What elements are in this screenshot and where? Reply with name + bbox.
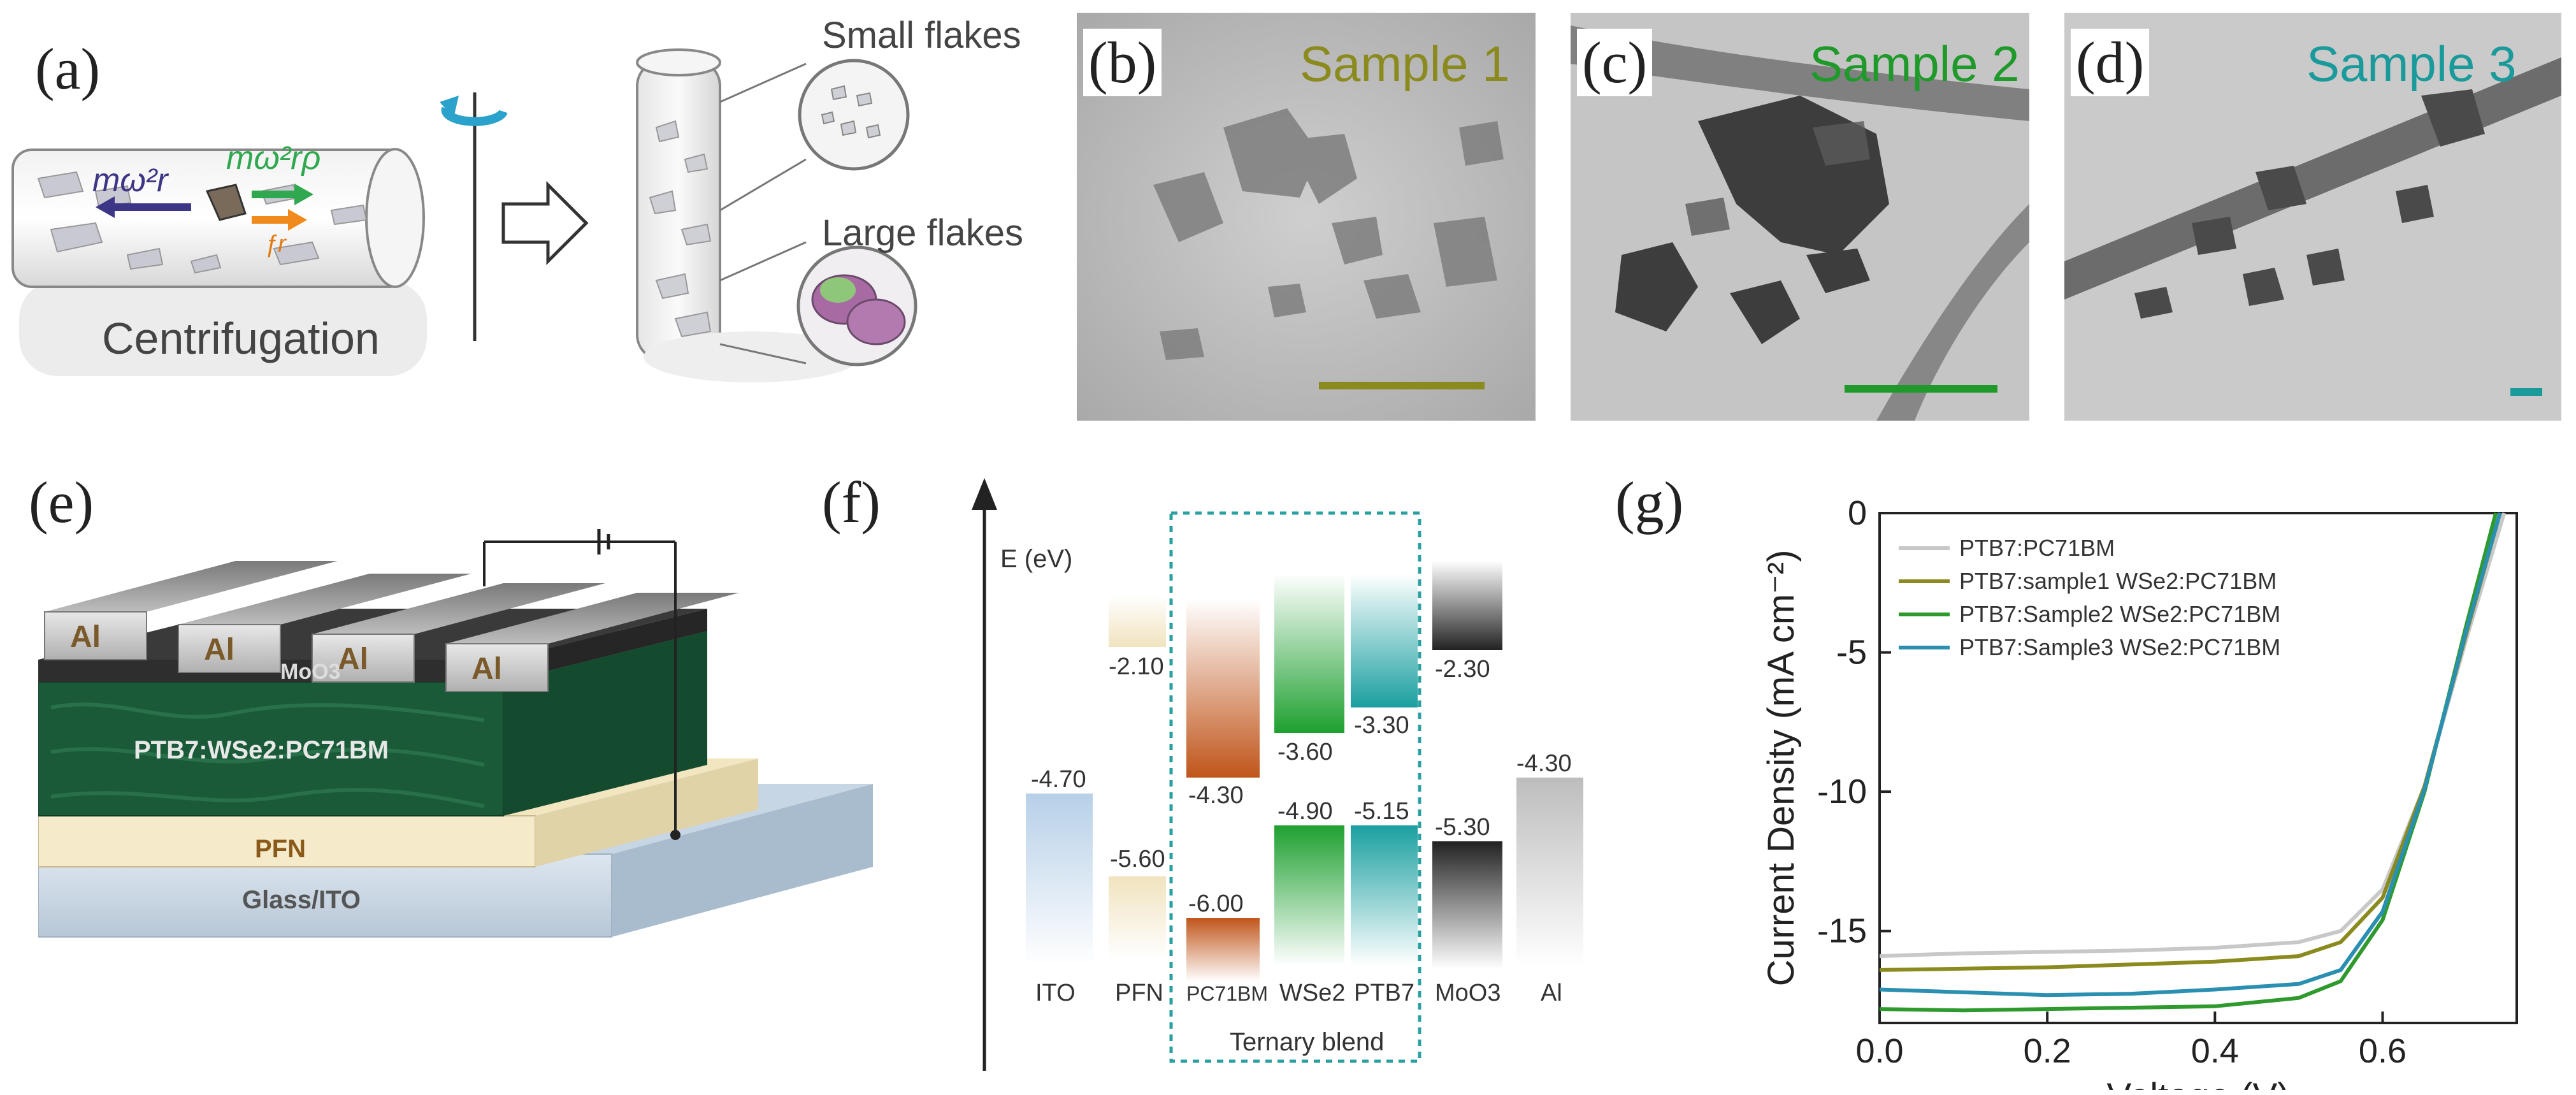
jv-series-line bbox=[1879, 512, 2502, 997]
sample3-title: Sample 3 bbox=[2306, 36, 2517, 92]
svg-text:PFN: PFN bbox=[1115, 980, 1163, 1006]
legend-label: PTB7:PC71BM bbox=[1959, 535, 2115, 561]
y-tick-label: -10 bbox=[1817, 772, 1867, 811]
centrifugation-caption: Centrifugation bbox=[102, 314, 380, 363]
legend-label: PTB7:Sample2 WSe2:PC71BM bbox=[1959, 601, 2280, 627]
svg-text:Al: Al bbox=[70, 620, 101, 654]
svg-text:Al: Al bbox=[338, 642, 368, 676]
svg-text:PC71BM: PC71BM bbox=[1186, 982, 1268, 1005]
vial-flakes bbox=[649, 120, 712, 338]
ternary-blend-label: Ternary blend bbox=[1230, 1028, 1384, 1056]
svg-text:Al: Al bbox=[471, 652, 502, 686]
tem-image-sample1 bbox=[1077, 13, 1536, 421]
svg-text:-4.30: -4.30 bbox=[1188, 782, 1244, 809]
small-flakes-inset bbox=[798, 59, 910, 171]
x-tick-label: 0.0 bbox=[1855, 1032, 1903, 1070]
jv-curve-chart: 0.0 0.2 0.4 0.6 0 -5 -10 -15Voltage (V) Current … bbox=[1760, 494, 2518, 1090]
device-structure: Al Al Al Al MoO3 PTB7:WSe2:PC71BM PFN Gl… bbox=[38, 529, 873, 938]
svg-text:-3.30: -3.30 bbox=[1354, 712, 1409, 739]
y-tick-label: -15 bbox=[1817, 912, 1867, 950]
al-electrodes bbox=[44, 561, 739, 692]
svg-text:-5.30: -5.30 bbox=[1435, 814, 1490, 841]
svg-text:-5.60: -5.60 bbox=[1110, 846, 1165, 873]
svg-text:-3.60: -3.60 bbox=[1277, 739, 1333, 765]
panel-label-g: (g) bbox=[1615, 470, 1684, 535]
panel-label-d: (d) bbox=[2071, 29, 2150, 96]
svg-text:ITO: ITO bbox=[1035, 980, 1076, 1006]
tube-flakes bbox=[37, 171, 368, 274]
flake-particle bbox=[205, 184, 247, 221]
x-tick-label: 0.4 bbox=[2191, 1032, 2239, 1070]
y-axis-label: Current Density (mA cm⁻²) bbox=[1760, 550, 1802, 987]
process-arrow bbox=[501, 180, 589, 266]
tube-shadow bbox=[19, 280, 427, 376]
pfn-label: PFN bbox=[255, 835, 306, 863]
substrate-label: Glass/ITO bbox=[242, 886, 361, 914]
force1-text: mω²r bbox=[92, 162, 169, 199]
tube-cap bbox=[365, 148, 425, 288]
y-tick-label: 0 bbox=[1848, 494, 1867, 532]
svg-text:PTB7: PTB7 bbox=[1354, 980, 1414, 1006]
svg-text:ƒr: ƒr bbox=[264, 231, 287, 258]
x-tick-label: 0.6 bbox=[2359, 1032, 2407, 1070]
svg-text:Al: Al bbox=[204, 633, 234, 667]
svg-text:-4.90: -4.90 bbox=[1277, 798, 1333, 825]
svg-text:-2.30: -2.30 bbox=[1435, 656, 1490, 683]
small-flakes-label: Small flakes bbox=[822, 15, 1021, 56]
centripetal-arrow-head bbox=[96, 196, 115, 218]
panel-label-a: (a) bbox=[35, 36, 101, 101]
x-axis-label: Voltage (V) bbox=[2107, 1076, 2290, 1090]
panel-label-c: (c) bbox=[1577, 29, 1653, 96]
svg-text:-6.00: -6.00 bbox=[1188, 890, 1244, 917]
plot-frame bbox=[1878, 512, 2518, 1024]
svg-text:WSe2: WSe2 bbox=[1279, 980, 1345, 1006]
svg-text:Al: Al bbox=[1541, 980, 1562, 1006]
panel-label-e: (e) bbox=[29, 470, 94, 535]
y-tick-label: -5 bbox=[1836, 634, 1867, 672]
panel-label-b: (b) bbox=[1083, 29, 1162, 96]
svg-text:-5.15: -5.15 bbox=[1354, 798, 1409, 825]
rotation-arrow bbox=[441, 106, 508, 126]
drag-arrow-head bbox=[288, 209, 307, 231]
legend-label: PTB7:Sample3 WSe2:PC71BM bbox=[1959, 634, 2280, 660]
panel-label-f: (f) bbox=[822, 470, 881, 535]
sample2-title: Sample 2 bbox=[1810, 36, 2020, 92]
moo3-label: MoO3 bbox=[280, 660, 340, 684]
energy-level-diagram: E (eV) Ternary blend -4.70 ITO -2.10 -5.… bbox=[972, 478, 1583, 1071]
x-tick-label: 0.2 bbox=[2024, 1032, 2071, 1070]
active-layer-label: PTB7:WSe2:PC71BM bbox=[134, 736, 389, 764]
force2-text: mω²rρ bbox=[226, 140, 320, 177]
centrifugation-diagram: ƒr mω²r mω²rρ Centrifugation Small flake… bbox=[11, 15, 1023, 382]
energy-axis-label: E (eV) bbox=[1000, 545, 1072, 573]
buoyancy-arrow-head bbox=[294, 184, 313, 205]
sample1-title: Sample 1 bbox=[1300, 36, 1510, 92]
svg-text:MoO3: MoO3 bbox=[1435, 980, 1500, 1006]
ternary-blend-box bbox=[1169, 511, 1421, 1063]
svg-text:-4.30: -4.30 bbox=[1516, 750, 1572, 777]
large-flakes-label: Large flakes bbox=[822, 212, 1023, 254]
svg-text:-4.70: -4.70 bbox=[1031, 766, 1086, 793]
svg-text:-2.10: -2.10 bbox=[1109, 653, 1164, 680]
legend-label: PTB7:sample1 WSe2:PC71BM bbox=[1959, 568, 2277, 594]
